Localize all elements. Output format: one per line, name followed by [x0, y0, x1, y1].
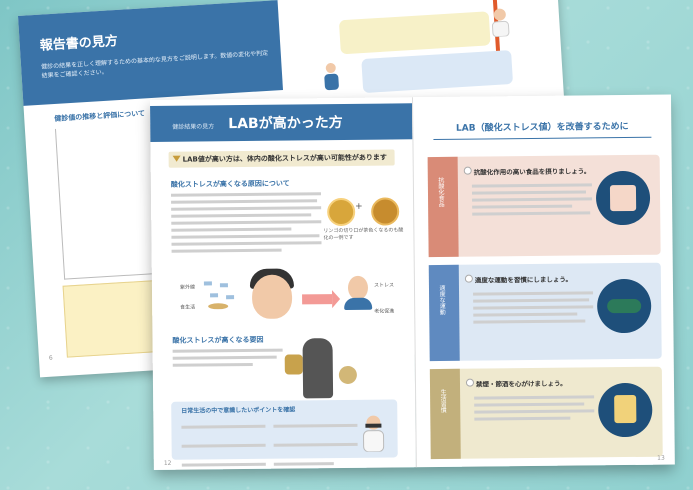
check-icon	[465, 378, 475, 387]
back-graph-title: 健診値の推移と評価について	[54, 109, 146, 123]
doctor-icon	[491, 8, 510, 38]
advice-card-food: 抗酸化食品 抗酸化作用の高い食品を摂りましょう。	[427, 154, 661, 258]
label-aging: 老化促進	[374, 308, 395, 315]
apple-oxidized-icon	[371, 197, 400, 226]
card-side-label: 適度な運動	[437, 284, 446, 315]
arrow-icon	[302, 294, 333, 305]
pollution-particles-icon	[203, 281, 235, 310]
silhouette-figure-icon	[302, 338, 334, 399]
section2-title: 酸化ストレスが高くなる要因	[172, 335, 264, 345]
advice-box-title: 日常生活の中で意識したいポイントを確認	[181, 406, 296, 415]
speech-bubble-yellow	[338, 11, 491, 55]
check-icon	[464, 274, 473, 283]
apple-fresh-icon	[327, 197, 356, 227]
card-side-label: 抗酸化食品	[436, 176, 445, 207]
left-header-category: 健診結果の見方	[172, 123, 215, 131]
food-illustration-icon	[595, 170, 651, 226]
coin-icon	[338, 365, 357, 385]
section2-body	[172, 348, 283, 371]
label-diet: 食生活	[180, 304, 196, 311]
lead-banner-text: LAB値が高い方は、体内の酸化ストレスが高い可能性があります	[182, 153, 387, 164]
label-uv: 紫外線	[179, 284, 196, 291]
back-page-number: 6	[48, 354, 53, 362]
left-header-title: LABが高かった方	[228, 114, 343, 133]
card-heading: 抗酸化作用の高い食品を摂りましょう。	[473, 167, 591, 177]
advice-card-exercise: 適度な運動 適度な運動を習慣にしましょう。	[428, 262, 662, 362]
card-side-label: 生活習慣	[439, 388, 447, 413]
front-right-page: LAB（酸化ストレス値）を改善するために 抗酸化食品 抗酸化作用の高い食品を摂り…	[411, 94, 675, 468]
advice-card-lifestyle: 生活習慣 禁煙・節酒を心がけましょう。	[429, 366, 663, 460]
apple-caption: リンゴの切り口が茶色くなるのも酸化の一例です	[323, 227, 404, 242]
front-left-page: 健診結果の見方 LABが高かった方 LAB値が高い方は、体内の酸化ストレスが高い…	[150, 97, 416, 470]
stressed-man-body	[344, 297, 373, 310]
exercise-illustration-icon	[596, 278, 652, 334]
lead-banner: LAB値が高い方は、体内の酸化ストレスが高い可能性があります	[168, 149, 395, 168]
oil-icon	[284, 354, 303, 375]
beer-illustration-icon	[597, 382, 653, 438]
card-heading: 適度な運動を習慣にしましょう。	[474, 275, 573, 285]
person-icon	[324, 63, 339, 91]
right-page-number: 13	[657, 454, 665, 462]
doctor-icon	[363, 415, 385, 452]
back-report-page: 報告書の見方 健診の結果を正しく理解するための基本的な見方をご説明します。数値の…	[18, 0, 580, 378]
section1-title: 酸化ストレスが高くなる原因について	[170, 179, 290, 189]
check-icon	[463, 166, 472, 175]
card-heading: 禁煙・節酒を心がけましょう。	[475, 379, 567, 389]
stressed-man-head	[347, 275, 369, 300]
right-page-title: LAB（酸化ストレス値）を改善するために	[455, 121, 629, 134]
left-page-number: 12	[163, 459, 172, 467]
section1-body	[170, 192, 322, 264]
label-stress: ストレス	[373, 282, 395, 289]
front-spread: 健診結果の見方 LABが高かった方 LAB値が高い方は、体内の酸化ストレスが高い…	[150, 94, 675, 470]
triangle-icon	[172, 155, 181, 162]
title-underline	[433, 136, 652, 141]
speech-bubble-blue	[361, 49, 514, 94]
person-face-icon	[251, 274, 293, 319]
